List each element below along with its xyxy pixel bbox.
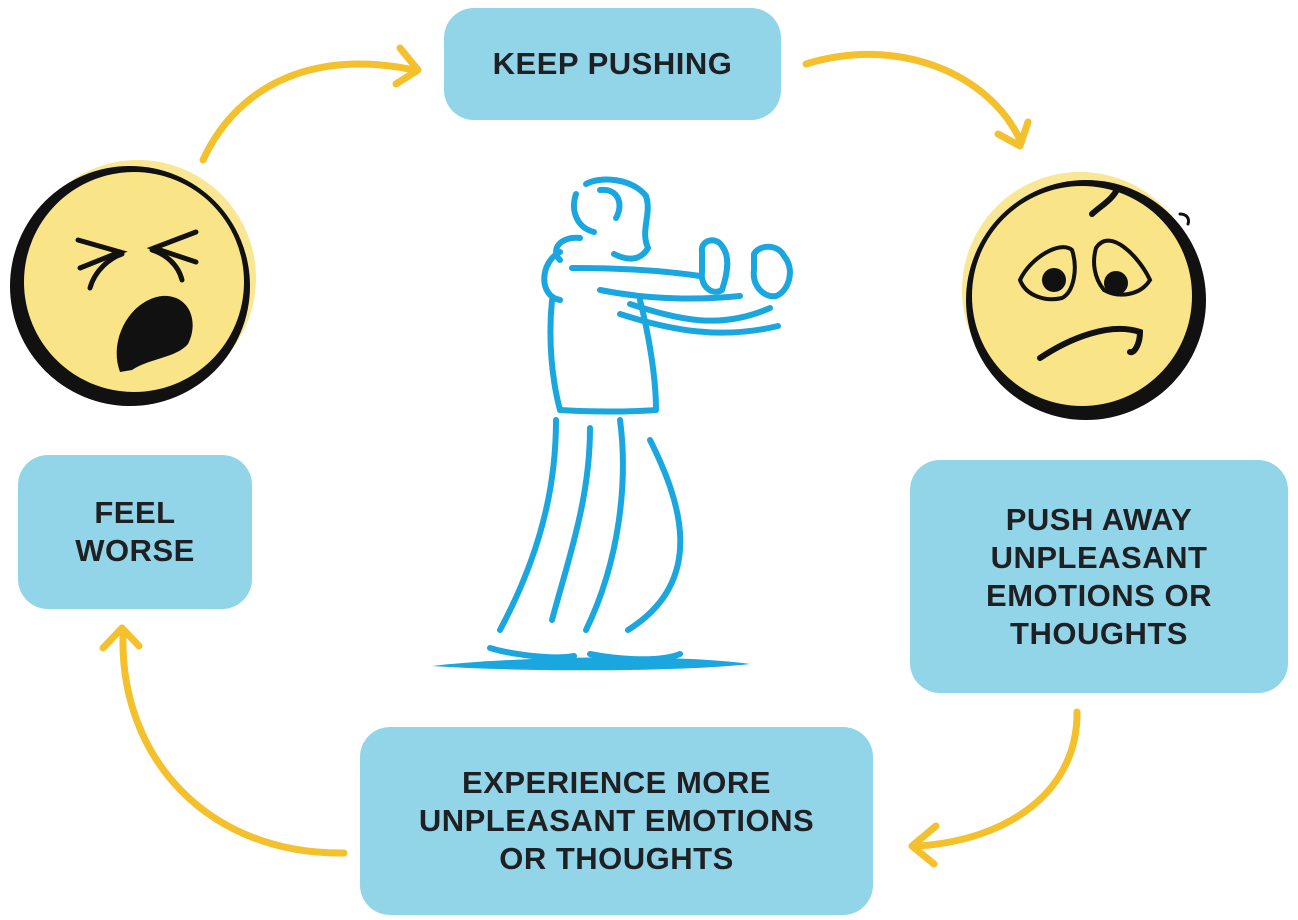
step-feel-worse-label: FEEL WORSE	[75, 495, 195, 568]
arrow-push-to-exp-head	[908, 822, 940, 868]
step-experience-more: EXPERIENCE MORE UNPLEASANT EMOTIONS OR T…	[360, 727, 873, 915]
arrow-feel-to-keep	[199, 60, 418, 164]
step-feel-worse: FEEL WORSE	[18, 455, 252, 609]
arrow-exp-to-feel	[119, 631, 348, 857]
arrow-keep-to-push-head	[994, 118, 1032, 150]
step-keep-pushing-label: KEEP PUSHING	[492, 46, 733, 81]
arrow-push-to-exp	[914, 708, 1081, 850]
step-push-away-label: PUSH AWAY UNPLEASANT EMOTIONS OR THOUGHT…	[986, 501, 1212, 651]
arrow-feel-to-keep-head	[392, 44, 422, 88]
step-keep-pushing: KEEP PUSHING	[444, 8, 781, 120]
arrow-keep-to-push	[802, 50, 1024, 144]
step-push-away: PUSH AWAY UNPLEASANT EMOTIONS OR THOUGHT…	[910, 460, 1288, 693]
arrow-exp-to-feel-head	[99, 624, 143, 652]
step-experience-more-label: EXPERIENCE MORE UNPLEASANT EMOTIONS OR T…	[418, 765, 815, 876]
